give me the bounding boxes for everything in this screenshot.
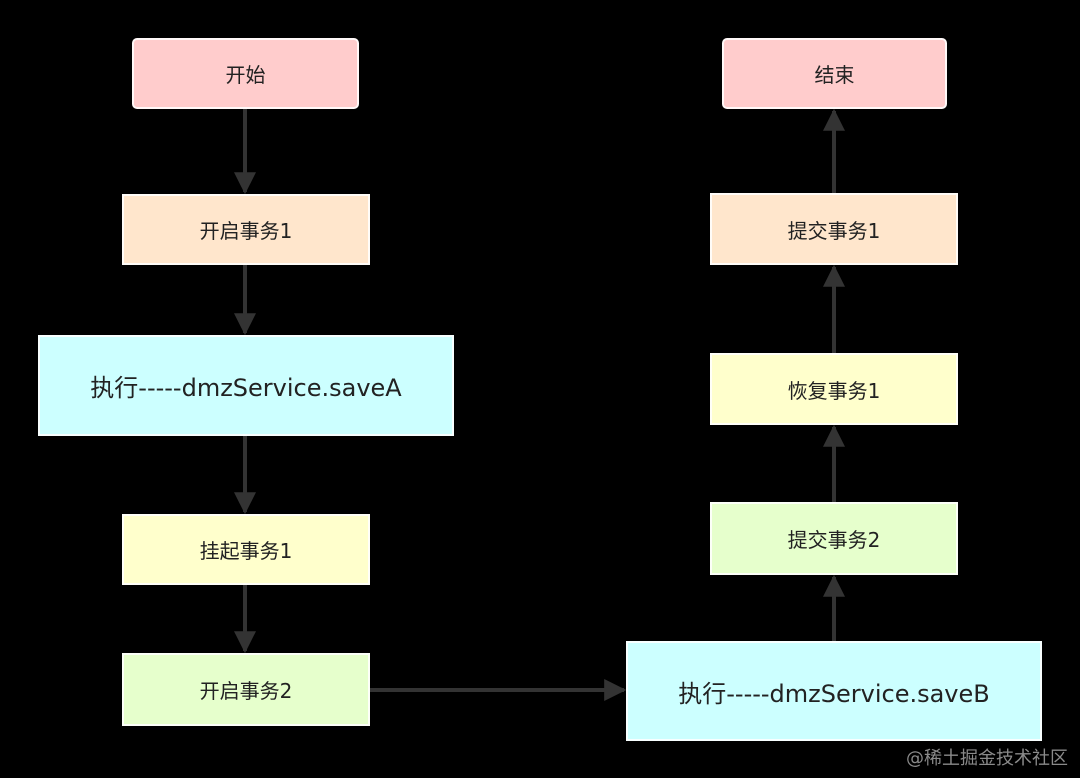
end-node: 结束: [722, 38, 947, 109]
end-label: 结束: [814, 63, 855, 87]
restore-transaction-1-label: 恢复事务1: [787, 378, 881, 403]
open-transaction-1-label: 开启事务1: [199, 219, 293, 243]
watermark-text: @稀土掘金技术社区: [906, 748, 1068, 769]
start-label: 开始: [225, 63, 266, 87]
open-transaction-2-label: 开启事务2: [199, 679, 293, 703]
commit-transaction-2-label: 提交事务2: [787, 528, 881, 552]
open-transaction-1-node: 开启事务1: [122, 194, 370, 265]
execute-save-a-label: 执行-----dmzService.saveA: [90, 374, 402, 402]
suspend-transaction-1-node: 挂起事务1: [122, 514, 370, 585]
commit-transaction-1-label: 提交事务1: [787, 218, 881, 243]
execute-save-a-node: 执行-----dmzService.saveA: [38, 335, 454, 436]
restore-transaction-1-node: 恢复事务1: [710, 353, 958, 425]
start-node: 开始: [132, 38, 359, 109]
commit-transaction-1-node: 提交事务1: [710, 193, 958, 265]
suspend-transaction-1-label: 挂起事务1: [199, 539, 293, 563]
execute-save-b-node: 执行-----dmzService.saveB: [626, 641, 1042, 741]
commit-transaction-2-node: 提交事务2: [710, 502, 958, 575]
execute-save-b-label: 执行-----dmzService.saveB: [678, 679, 990, 708]
open-transaction-2-node: 开启事务2: [122, 653, 370, 726]
